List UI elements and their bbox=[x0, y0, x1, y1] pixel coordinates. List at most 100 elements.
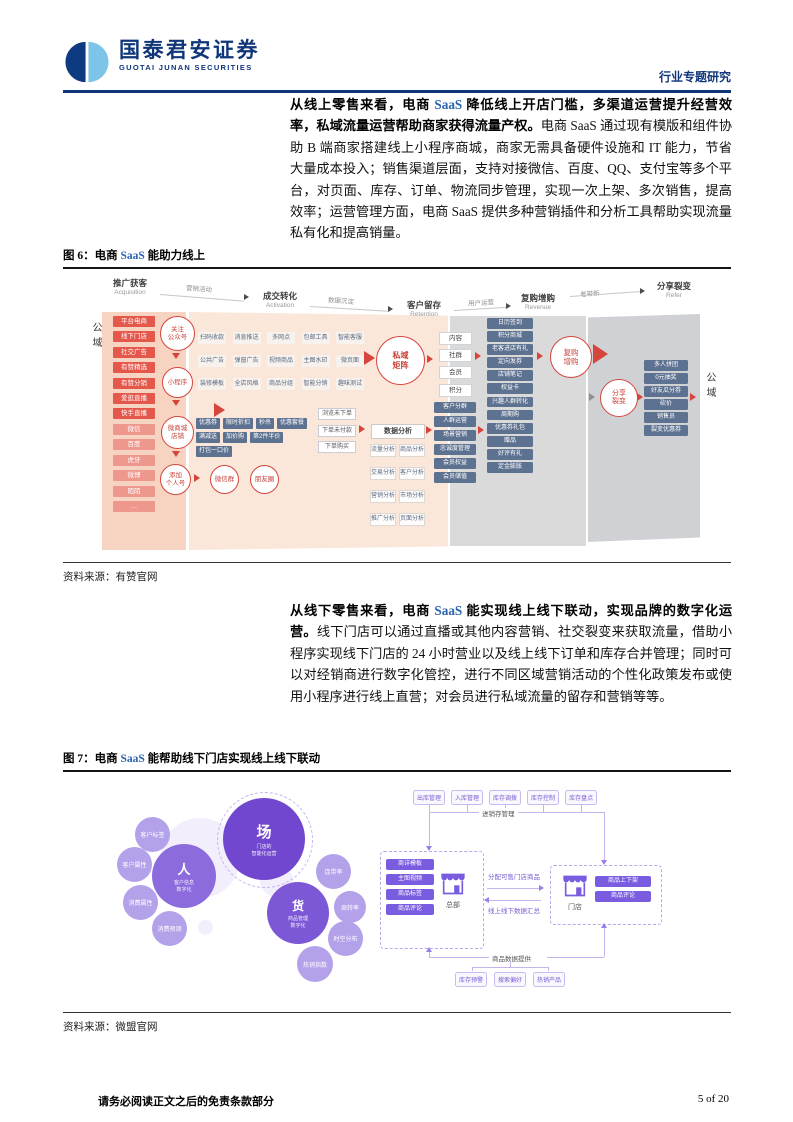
activation-tool: 智能客服 bbox=[336, 332, 364, 344]
circle-repurchase: 复购 增购 bbox=[550, 336, 592, 378]
channel-list-muted: 微信百度虎牙微博陌陌… bbox=[113, 424, 155, 516]
activation-tool: 视频商品 bbox=[267, 355, 295, 367]
hq-item: 商详模板 bbox=[386, 859, 434, 870]
channel-item: 百度 bbox=[113, 439, 155, 451]
small-bubble: 时空分布 bbox=[328, 921, 363, 956]
stage-acquisition: 推广获客 Acquisition bbox=[102, 277, 158, 296]
bubble-label: 货 bbox=[291, 898, 304, 913]
bubble-people: 人 客户信息 数字化 bbox=[152, 844, 216, 908]
activation-tool: 主图水印 bbox=[301, 355, 330, 367]
stage-cn: 客户留存 bbox=[406, 300, 441, 310]
brand-name-cn: 国泰君安证券 bbox=[119, 38, 260, 62]
bubble-scene: 场 门店的 智能化运营 bbox=[223, 798, 305, 880]
stage-cn: 成交转化 bbox=[262, 291, 297, 301]
stage-cn: 复购增购 bbox=[520, 293, 555, 303]
saas-highlight: SaaS bbox=[120, 250, 145, 262]
arrow-right-icon bbox=[427, 355, 433, 363]
report-type-label: 行业专题研究 bbox=[658, 70, 731, 84]
small-bubble: 消费属性 bbox=[123, 885, 158, 920]
store-item: 商品评论 bbox=[595, 891, 651, 902]
connector-line bbox=[489, 900, 541, 901]
stage-arrow-label: 用户运营 bbox=[467, 299, 495, 308]
header-rule bbox=[63, 90, 731, 93]
retention-item: 社群 bbox=[439, 349, 472, 363]
stage-arrow-label: 老带新 bbox=[580, 287, 600, 298]
stage-arrow-label: 营销活动 bbox=[185, 285, 213, 294]
inventory-box: 入库管理 bbox=[451, 790, 484, 805]
para1-bold: 从线上零售来看，电商 bbox=[290, 97, 435, 112]
stage-en: Revenue bbox=[524, 304, 552, 311]
figure7-diagram: 场 门店的 智能化运营 人 客户信息 数字化 货 商品管理 数字化 客户标签客户… bbox=[95, 776, 707, 1008]
arrow-left-icon bbox=[484, 896, 489, 903]
promotion-item: 秒杀 bbox=[256, 418, 275, 429]
revenue-item: 定金膨胀 bbox=[487, 462, 533, 473]
order-state-list: 浏览未下单下单未付款下单购买 bbox=[318, 408, 356, 458]
activation-tool-grid: 扫码收款消息推送多网点包邮工具智能客服公共广告弹窗广告视频商品主图水印微页面装修… bbox=[198, 332, 364, 390]
analysis-item: 交易分析 bbox=[370, 467, 396, 480]
figure6-title-prefix: 图 6：电商 bbox=[63, 250, 121, 262]
saas-highlight: SaaS bbox=[434, 97, 463, 112]
hq-item: 商品评论 bbox=[386, 904, 434, 915]
arrow-right-icon bbox=[637, 393, 643, 401]
activation-tool: 微页面 bbox=[336, 355, 364, 367]
bubble-goods: 货 商品管理 数字化 bbox=[267, 882, 329, 944]
activation-tool: 包邮工具 bbox=[301, 332, 330, 344]
hq-item: 主图视频 bbox=[386, 874, 434, 885]
connector-line bbox=[472, 967, 548, 968]
hq-item: 商品标签 bbox=[386, 889, 434, 900]
refer-item: 砍价 bbox=[644, 399, 688, 410]
connector-line bbox=[472, 967, 473, 971]
circle-mini-program: 小程序 bbox=[162, 367, 193, 398]
arrow-up-icon bbox=[426, 947, 432, 952]
paragraph-offline-retail: 从线下零售来看，电商 SaaS 能实现线上线下联动，实现品牌的数字化运营。线下门… bbox=[290, 600, 732, 707]
revenue-item: 日历签到 bbox=[487, 318, 533, 329]
storefront-icon bbox=[439, 870, 467, 901]
arrow-down-icon bbox=[172, 451, 180, 457]
retention-list: 内容社群会员积分 bbox=[439, 332, 472, 401]
channel-list-bright: 平台电商线下门店社交广告有赞精选有赞分销爱逛直播快手直播 bbox=[113, 316, 155, 424]
stage-en: Activation bbox=[265, 302, 295, 309]
arrow-right-icon bbox=[194, 474, 200, 482]
bubble-sub: 门店的 智能化运营 bbox=[251, 843, 277, 857]
promotion-item: 打包一口价 bbox=[196, 446, 233, 457]
refer-item: 裂变优惠券 bbox=[644, 425, 688, 436]
channel-item: 陌陌 bbox=[113, 485, 155, 497]
arrow-right-icon bbox=[364, 351, 375, 365]
arrow-right-icon bbox=[475, 352, 481, 360]
storefront-icon bbox=[561, 872, 589, 903]
channel-item: … bbox=[113, 500, 155, 512]
circle-share-fission: 分享 裂变 bbox=[600, 379, 638, 417]
arrow-right-icon bbox=[478, 426, 484, 434]
stage-en: Retention bbox=[410, 311, 438, 318]
revenue-item: 兴趣人群转化 bbox=[487, 396, 533, 408]
bubble-sub: 客户信息 数字化 bbox=[173, 879, 194, 893]
figure6-title-suffix: 能助力线上 bbox=[144, 250, 206, 262]
stage-connector-line bbox=[453, 306, 506, 311]
arrow-down-icon bbox=[601, 860, 607, 865]
channel-item: 平台电商 bbox=[113, 316, 155, 327]
revenue-item: 好评有礼 bbox=[487, 448, 533, 460]
figure7-source: 资料来源：微盟官网 bbox=[63, 1012, 731, 1034]
order-state: 下单购买 bbox=[318, 441, 356, 453]
connector-line bbox=[467, 804, 468, 812]
revenue-item: 优惠券礼包 bbox=[487, 422, 533, 434]
analysis-item: 营销分析 bbox=[370, 490, 396, 503]
figure6-source: 资料来源：有赞官网 bbox=[63, 562, 731, 584]
connector-line bbox=[487, 888, 539, 889]
circle-follow-account: 关注 公众号 bbox=[160, 316, 195, 351]
revenue-item: 店铺笔记 bbox=[487, 370, 533, 382]
promotion-item: 满减送 bbox=[196, 432, 221, 443]
inventory-box: 库存控制 bbox=[527, 790, 560, 805]
crm-item: 会员储值 bbox=[434, 472, 476, 483]
inventory-box: 出库管理 bbox=[413, 790, 446, 805]
connector-line bbox=[543, 804, 544, 812]
small-bubble-cluster: 客户标签客户属性消费属性消费预测连带率周转率时空分布热销指数 bbox=[95, 776, 395, 1008]
revenue-item: 周期购 bbox=[487, 409, 533, 421]
arrow-right-icon bbox=[537, 352, 543, 360]
activation-tool: 消息推送 bbox=[232, 332, 261, 344]
connector-line bbox=[604, 812, 605, 860]
stage-activation: 成交转化 Activation bbox=[252, 290, 308, 309]
arrow-right-icon bbox=[690, 393, 696, 401]
small-bubble: 客户标签 bbox=[135, 817, 170, 852]
analysis-grid: 流量分析商品分析交易分析客户分析营销分析市场分析推广分析页面分析 bbox=[370, 444, 425, 526]
